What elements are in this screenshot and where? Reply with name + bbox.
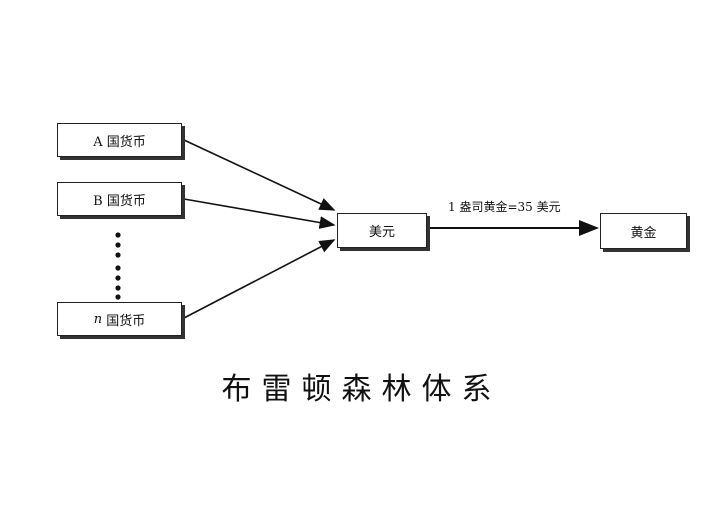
diagram-title: 布雷顿森林体系 [221, 372, 502, 407]
arrow-n-to-usd [183, 239, 336, 319]
node-b-currency-label: B 国货币 [93, 193, 146, 209]
node-n-currency: n 国货币 [57, 302, 182, 336]
node-gold-label: 黄金 [630, 225, 657, 241]
node-n-prefix: n [93, 311, 103, 327]
arrow-b-to-usd [183, 198, 336, 229]
node-a-currency-label: A 国货币 [93, 134, 146, 150]
node-a-currency: A 国货币 [57, 123, 182, 157]
ellipsis-dots [115, 232, 121, 300]
node-usd: 美元 [337, 213, 427, 248]
node-usd-label: 美元 [368, 225, 395, 240]
arrow-a-to-usd [183, 139, 336, 211]
node-gold: 黄金 [600, 213, 687, 249]
node-b-currency: B 国货币 [57, 182, 182, 216]
edge-label-exchange-rate: 1 盎司黄金=35 美元 [448, 200, 561, 214]
node-n-currency-label: 国货币 [106, 313, 146, 329]
